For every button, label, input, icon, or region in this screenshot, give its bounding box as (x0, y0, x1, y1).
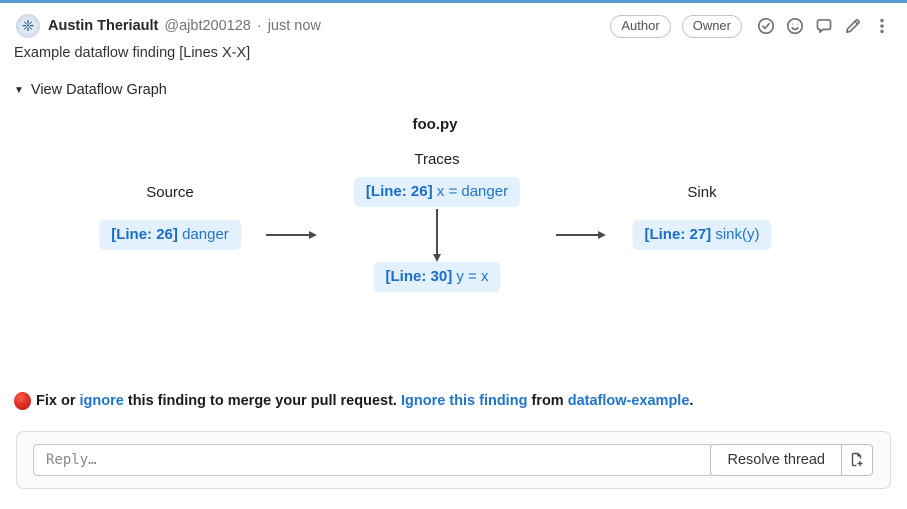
red-circle-icon (14, 392, 31, 410)
author-badge: Author (610, 14, 671, 38)
dataflow-graph-toggle-label: View Dataflow Graph (30, 82, 167, 98)
edge-trace-to-sink-arrow (556, 231, 606, 239)
graph-file-title: foo.py (412, 116, 458, 133)
finding-title: Example dataflow finding [Lines X-X] (14, 45, 251, 61)
node-code: sink(y) (715, 226, 760, 243)
smiley-face-icon[interactable] (786, 17, 804, 35)
sink-column-label: Sink (687, 184, 717, 201)
author-name[interactable]: Austin Theriault (48, 18, 159, 34)
dataflow-graph-toggle[interactable]: ▼ View Dataflow Graph (14, 82, 167, 98)
comment-header: ❈ Austin Theriault @ajbt200128 · just no… (16, 13, 891, 39)
node-line-label: [Line: 26] (111, 226, 178, 243)
warning-text: this finding to merge your pull request. (123, 393, 401, 409)
source-column-label: Source (146, 184, 194, 201)
avatar-pattern-icon: ❈ (21, 17, 35, 35)
chevron-down-icon: ▼ (14, 84, 24, 96)
merge-warning: Fix or ignore this finding to merge your… (14, 392, 893, 410)
node-line-label: [Line: 26] (365, 183, 433, 200)
node-line-label: [Line: 30] (385, 268, 453, 285)
ignore-link[interactable]: ignore (79, 393, 124, 409)
graph-node-sink: [Line: 27] sink(y) (632, 220, 772, 250)
graph-node-trace-1: [Line: 26] x = danger (353, 177, 521, 207)
warning-text: from (527, 393, 568, 409)
warning-text: . (689, 393, 694, 409)
node-code: y = x (456, 268, 489, 285)
resolve-button-group: Resolve thread (710, 444, 873, 476)
ignore-this-finding-link[interactable]: Ignore this finding (400, 393, 528, 409)
timestamp: just now (267, 18, 321, 34)
dataflow-example-link[interactable]: dataflow-example (567, 393, 690, 409)
reply-bar: Resolve thread (16, 431, 891, 489)
graph-node-source: [Line: 26] danger (99, 220, 241, 250)
resolve-thread-button[interactable]: Resolve thread (710, 444, 842, 476)
check-circle-icon[interactable] (757, 17, 775, 35)
kebab-menu-icon[interactable] (873, 17, 891, 35)
node-line-label: [Line: 27] (644, 226, 712, 243)
speech-bubble-icon[interactable] (815, 17, 833, 35)
meta-separator: · (256, 18, 262, 34)
node-code: x = danger (436, 183, 509, 200)
warning-text: Fix or (36, 393, 80, 409)
avatar[interactable]: ❈ (16, 14, 40, 38)
graph-node-trace-2: [Line: 30] y = x (373, 262, 501, 292)
top-accent-line (0, 0, 907, 3)
header-actions: Author Owner (610, 14, 891, 38)
author-handle: @ajbt200128 (164, 18, 251, 34)
edge-trace1-to-trace2-arrow (433, 209, 441, 262)
node-code: danger (182, 226, 229, 243)
edge-source-to-trace-arrow (266, 231, 317, 239)
reply-input[interactable] (33, 444, 713, 476)
pencil-icon[interactable] (844, 17, 862, 35)
owner-badge: Owner (681, 14, 742, 38)
create-issue-icon[interactable] (842, 444, 873, 476)
traces-column-label: Traces (414, 151, 460, 168)
